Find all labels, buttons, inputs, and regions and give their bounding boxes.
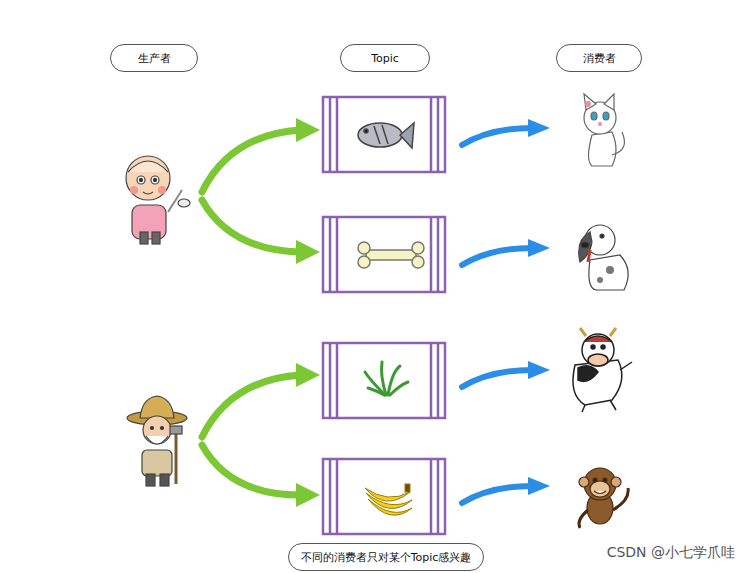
bone-icon <box>358 242 424 268</box>
topic-box <box>323 97 445 534</box>
oval-text: 生产者 <box>138 51 171 66</box>
banana-icon <box>365 484 412 515</box>
arrow-head <box>296 118 320 507</box>
note-oval: 不同的消费者只对某个Topic感兴趣 <box>288 543 485 571</box>
consumer-dog <box>579 225 628 290</box>
consumer-monkey <box>579 468 628 528</box>
oval-text: Topic <box>371 52 399 65</box>
header-oval: 生产者 <box>110 44 198 72</box>
fish-icon <box>358 123 414 148</box>
producer-figure <box>127 396 187 486</box>
consumer-cat <box>584 94 624 166</box>
producer-figure <box>126 156 190 244</box>
consumer-cow <box>573 328 632 412</box>
publish-arrow <box>202 130 300 495</box>
grass-icon <box>365 362 408 395</box>
oval-text: 不同的消费者只对某个Topic感兴趣 <box>301 550 472 565</box>
watermark: CSDN @小七学爪哇 <box>607 544 735 562</box>
consume-arrow <box>462 128 532 503</box>
header-oval: 消费者 <box>556 44 642 72</box>
arrow-head <box>528 119 550 495</box>
header-oval: Topic <box>340 44 430 72</box>
oval-text: 消费者 <box>583 51 616 66</box>
